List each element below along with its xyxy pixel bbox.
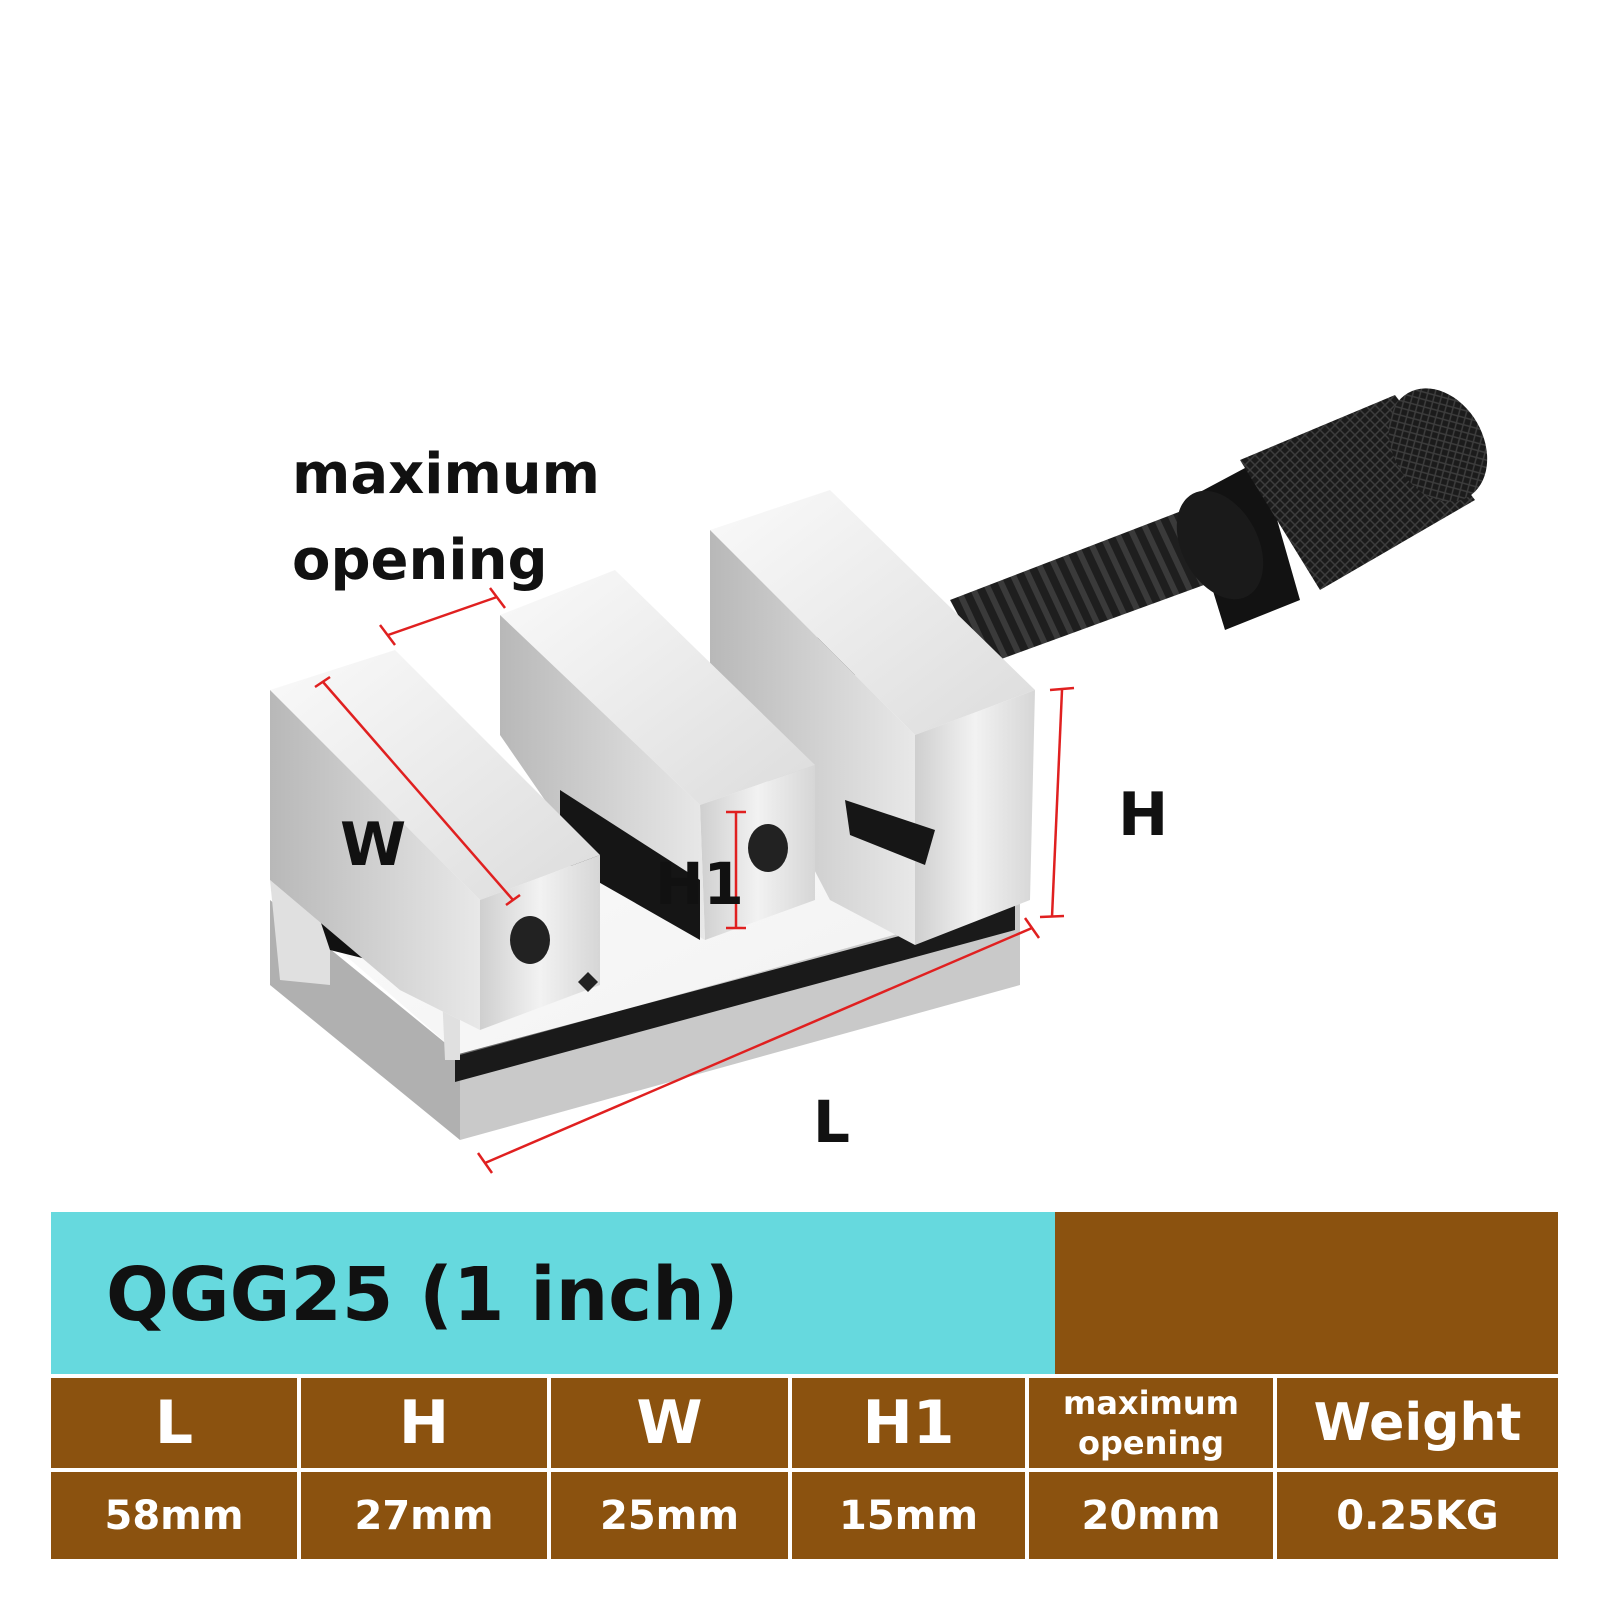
fixed-jaw [710, 490, 1035, 945]
max-opening-label: maximum opening [292, 442, 601, 593]
end-block [270, 650, 600, 1030]
spec-grid: L H W H1 maximum opening Weight 58mm 27m… [51, 1374, 1558, 1559]
w-label: W [340, 810, 407, 880]
header-w: W [551, 1378, 788, 1468]
value-max-opening: 20mm [1029, 1472, 1273, 1559]
movable-jaw [500, 570, 815, 940]
l-label: L [813, 1088, 850, 1156]
model-title: QGG25 (1 inch) [106, 1252, 739, 1338]
value-weight: 0.25KG [1277, 1472, 1558, 1559]
value-w: 25mm [551, 1472, 788, 1559]
header-h1: H1 [792, 1378, 1025, 1468]
spec-table: QGG25 (1 inch) L H W H1 maximum opening … [51, 1212, 1558, 1559]
h1-label: H1 [655, 850, 744, 918]
knurled-knob [1176, 388, 1488, 630]
value-h: 27mm [301, 1472, 547, 1559]
value-l: 58mm [51, 1472, 297, 1559]
header-weight: Weight [1277, 1378, 1558, 1468]
header-h: H [301, 1378, 547, 1468]
h-label: H [1118, 780, 1169, 850]
header-l: L [51, 1378, 297, 1468]
title-bar-filler [1055, 1212, 1558, 1374]
dimension-lines [314, 587, 1075, 1174]
header-max-opening: maximum opening [1029, 1378, 1273, 1468]
title-bar: QGG25 (1 inch) [51, 1212, 1055, 1374]
precision-vise-image [270, 388, 1488, 1174]
value-h1: 15mm [792, 1472, 1025, 1559]
